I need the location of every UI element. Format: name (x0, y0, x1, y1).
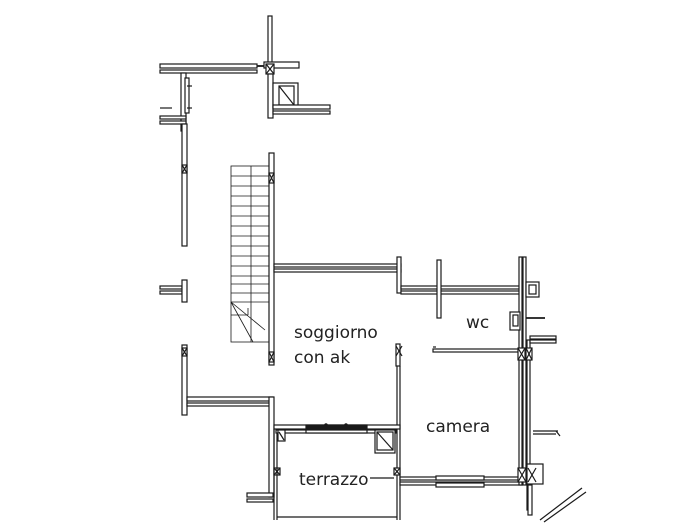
staircase (230, 165, 270, 343)
wall-soggiorno-north (273, 256, 524, 319)
room-label-soggiorno: soggiorno con ak (294, 322, 378, 369)
wall-left-fragments (159, 279, 275, 503)
room-label-soggiorno-line1: soggiorno (294, 323, 378, 343)
room-label-camera: camera (426, 417, 491, 437)
room-label-wc: wc (466, 313, 490, 333)
room-label-soggiorno-line2: con ak (294, 348, 351, 368)
wall-top-right (257, 15, 331, 119)
terrazzo-walls (273, 423, 401, 520)
wall-top-left (159, 63, 262, 247)
wall-east (509, 256, 587, 523)
wall-stair-side (268, 152, 275, 366)
wall-camera-south (399, 475, 523, 488)
room-label-terrazzo: terrazzo (299, 469, 370, 491)
